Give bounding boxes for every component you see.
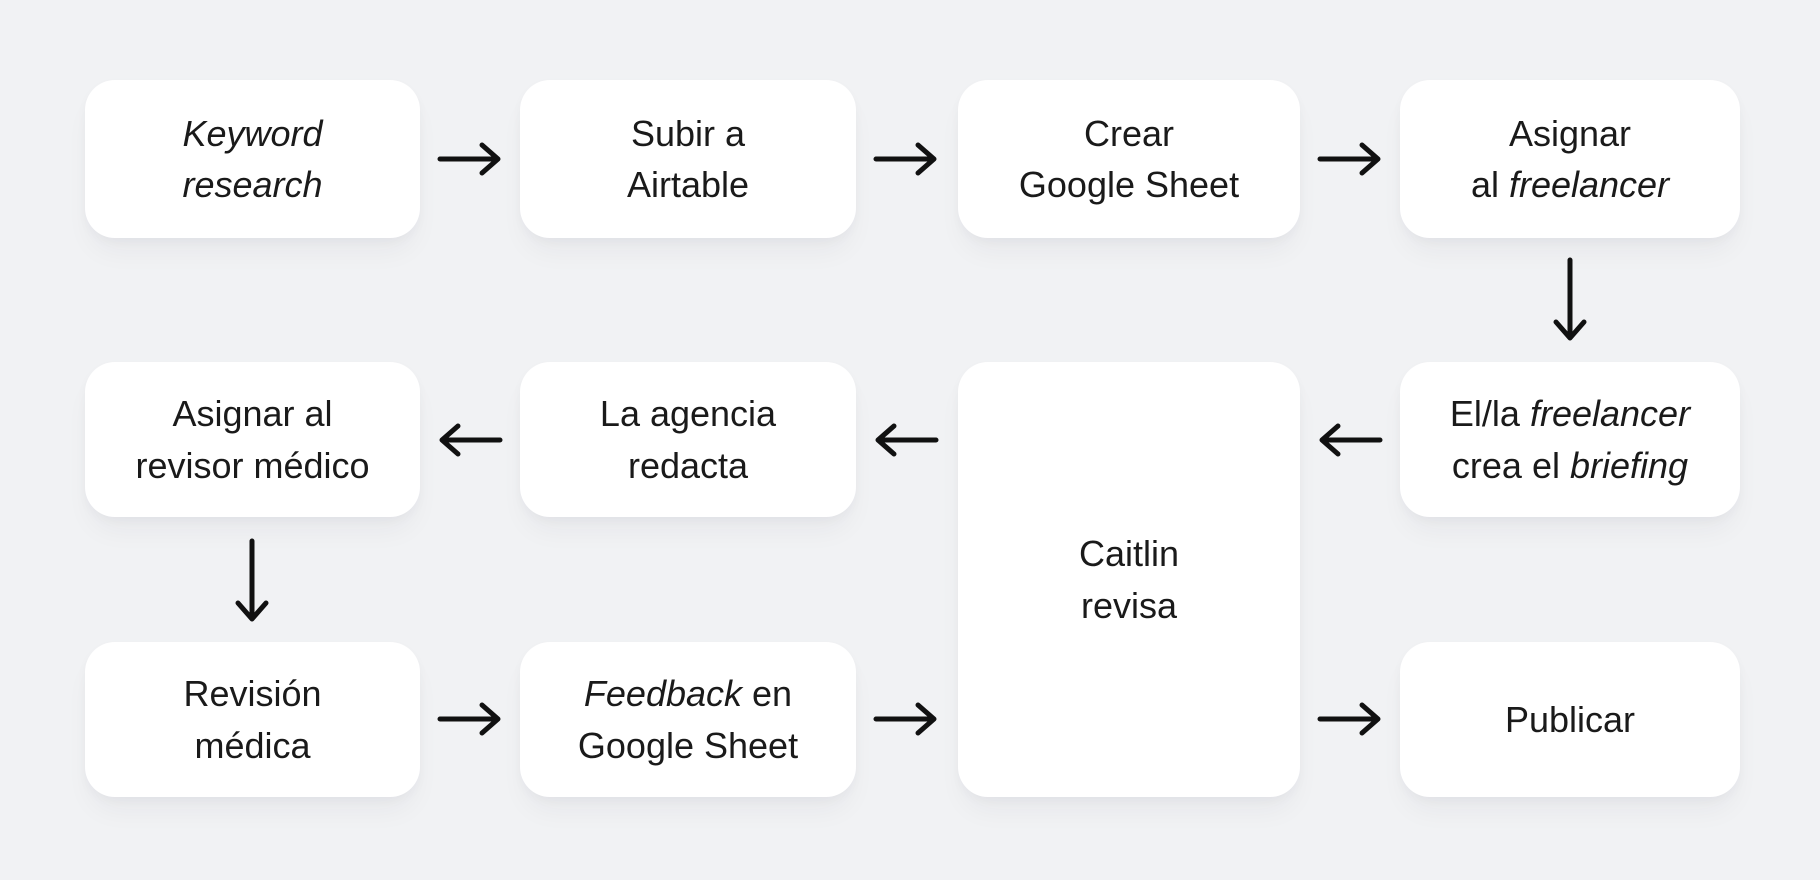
node-label-line: médica (194, 724, 311, 766)
node-label-line: Crear (1083, 112, 1175, 154)
arrow-right-icon (1317, 699, 1383, 739)
node-label-line: Publicar (1504, 698, 1636, 740)
node-label-line: revisa (1080, 584, 1178, 626)
node-label-line: Google Sheet (1018, 164, 1240, 205)
arrow-right-icon (873, 699, 939, 739)
node-keyword-research: Keyword research (85, 80, 420, 238)
node-subir-airtable: Subir a Airtable (520, 80, 856, 238)
node-label-line: revisor médico (135, 444, 370, 486)
node-label-line: al freelancer (1470, 164, 1670, 205)
node-label-line: Subir a (630, 112, 746, 154)
node-freelancer-crea-briefing: El/la freelancer crea el briefing (1400, 362, 1740, 517)
node-label-line: research (182, 164, 323, 205)
arrow-right-icon (1317, 139, 1383, 179)
node-label-line: Asignar (1508, 112, 1632, 154)
node-label-line: El/la freelancer (1449, 393, 1691, 435)
node-label-line: Revisión (183, 673, 322, 715)
arrow-right-icon (437, 699, 503, 739)
node-publicar: Publicar (1400, 642, 1740, 797)
node-label-line: Airtable (626, 164, 750, 205)
node-label-line: Google Sheet (577, 724, 799, 766)
node-label-line: redacta (627, 444, 749, 486)
node-label-line: Keyword (182, 112, 323, 154)
node-feedback-google-sheet: Feedback en Google Sheet (520, 642, 856, 797)
arrow-left-icon (873, 420, 939, 460)
node-label-line: Asignar al (172, 393, 333, 435)
arrow-right-icon (873, 139, 939, 179)
node-label-line: Feedback en (583, 673, 793, 715)
node-revision-medica: Revisión médica (85, 642, 420, 797)
node-label-line: La agencia (599, 393, 777, 435)
arrow-left-icon (437, 420, 503, 460)
node-caitlin-revisa: Caitlin revisa (958, 362, 1300, 797)
node-asignar-revisor-medico: Asignar al revisor médico (85, 362, 420, 517)
arrow-down-icon (1550, 257, 1590, 343)
node-asignar-freelancer: Asignar al freelancer (1400, 80, 1740, 238)
node-label-line: crea el briefing (1451, 444, 1689, 486)
arrow-left-icon (1317, 420, 1383, 460)
arrow-down-icon (232, 538, 272, 624)
node-la-agencia-redacta: La agencia redacta (520, 362, 856, 517)
node-label-line: Caitlin (1078, 533, 1180, 575)
arrow-right-icon (437, 139, 503, 179)
